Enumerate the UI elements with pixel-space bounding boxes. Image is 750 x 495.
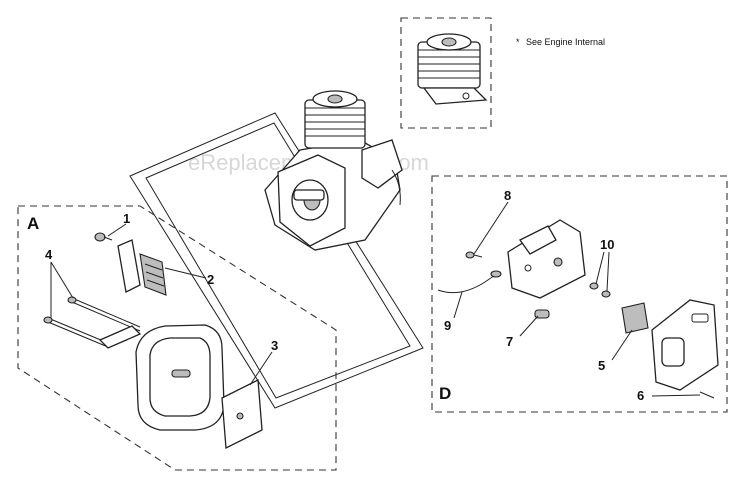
part-muffler-icon bbox=[135, 324, 225, 431]
note-text: See Engine Internal bbox=[526, 37, 605, 47]
section-a-outline bbox=[17, 205, 337, 471]
part-3-heat-shield-icon bbox=[221, 378, 263, 450]
section-d-outline bbox=[431, 175, 728, 413]
part-6-pin-icon bbox=[699, 391, 715, 399]
part-2-bracket-icon bbox=[117, 239, 167, 296]
callout-6: 6 bbox=[637, 388, 644, 403]
section-a-label: A bbox=[27, 214, 39, 233]
callout-8: 8 bbox=[504, 188, 511, 203]
assembly-outline bbox=[129, 112, 424, 409]
leader-lines bbox=[50, 201, 701, 397]
part-5-filter-icon bbox=[621, 302, 649, 334]
part-8-screw-icon bbox=[465, 251, 483, 259]
engine-cylinder-icon bbox=[417, 33, 488, 105]
callout-2: 2 bbox=[207, 272, 214, 287]
part-4-bolts-icon bbox=[43, 296, 142, 349]
part-9-wire-icon bbox=[437, 270, 502, 294]
part-air-cover-icon bbox=[651, 299, 719, 391]
note-star: * bbox=[516, 37, 520, 47]
callout-3: 3 bbox=[271, 338, 278, 353]
part-1-screw-icon bbox=[94, 232, 113, 242]
callout-5: 5 bbox=[598, 358, 605, 373]
callout-9: 9 bbox=[444, 318, 451, 333]
engine-icon bbox=[264, 90, 403, 251]
engine-internal-box bbox=[400, 17, 492, 129]
part-10-fasteners-icon bbox=[589, 282, 611, 298]
callout-1: 1 bbox=[123, 211, 130, 226]
part-7-spring-icon bbox=[534, 309, 550, 319]
section-d-label: D bbox=[439, 384, 451, 403]
callout-4: 4 bbox=[45, 247, 53, 262]
part-throttle-housing-icon bbox=[507, 219, 586, 299]
callout-10: 10 bbox=[600, 237, 614, 252]
callout-7: 7 bbox=[506, 334, 513, 349]
